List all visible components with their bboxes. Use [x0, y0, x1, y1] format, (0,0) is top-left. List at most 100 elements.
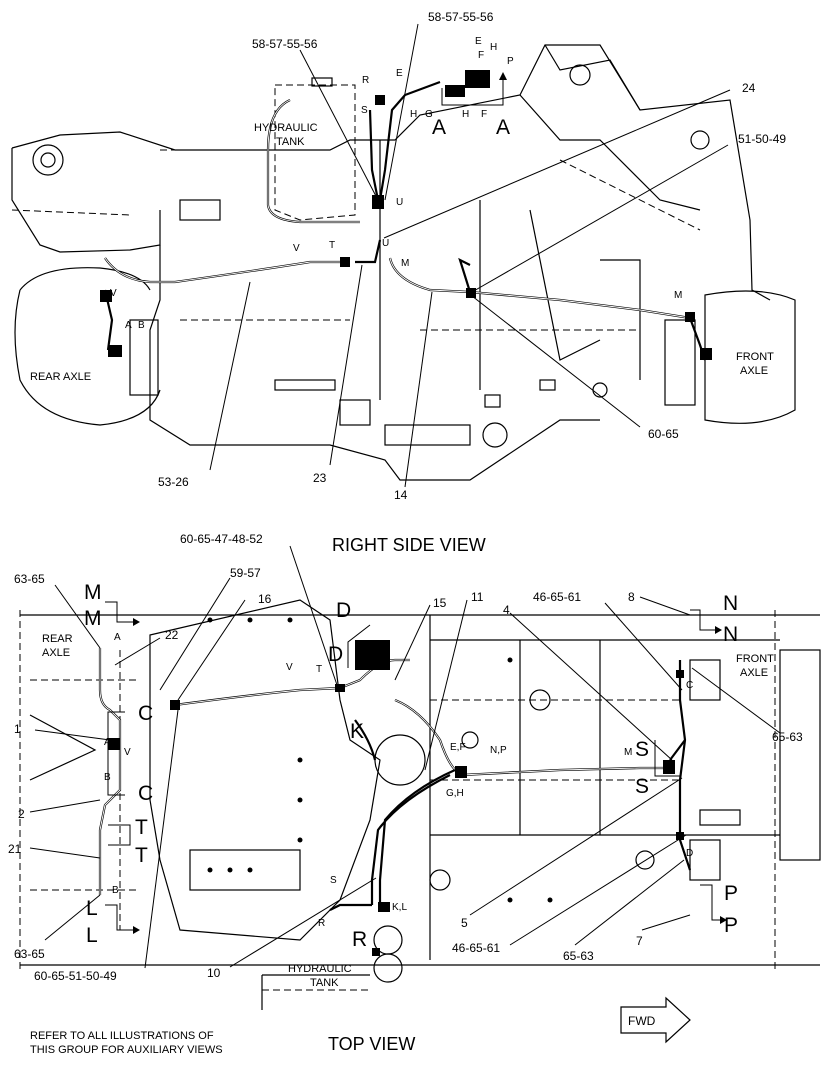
port-letter: A — [114, 632, 121, 643]
section-letter: L — [86, 924, 98, 947]
port-letter: K,L — [392, 902, 407, 913]
section-letter: S — [635, 775, 649, 798]
port-letter: V — [124, 747, 131, 758]
section-letter: C — [138, 782, 153, 805]
callout-label: 7 — [636, 934, 643, 948]
callout-label: 24 — [742, 81, 756, 95]
section-letter: R — [352, 928, 367, 951]
section-letter: N — [723, 623, 738, 646]
side-hydraulic-tank: HYDRAULIC TANK — [254, 77, 360, 224]
section-letter: T — [135, 816, 148, 839]
side-letter: H — [490, 42, 497, 53]
callout-label: 63-65 — [14, 572, 45, 586]
port-letter: A — [104, 737, 111, 748]
side-front-axle-label-2: AXLE — [740, 365, 768, 377]
side-front-axle-label-1: FRONT — [736, 351, 774, 363]
top-front-axle-label-1: FRONT — [736, 653, 774, 665]
port-letter: M — [624, 747, 632, 758]
side-view-letters: E H F P R E H G H F S V T U M M V A B U … — [30, 36, 774, 383]
side-tank-label-2: TANK — [276, 136, 305, 148]
top-view-letters: A A V B B V T E,F N,P G,H M C D S K,L R … — [42, 632, 774, 929]
side-view-frame — [11, 44, 796, 481]
top-view-frame — [19, 599, 821, 970]
callout-label: 63-65 — [14, 947, 45, 961]
side-letter: U — [396, 197, 403, 208]
callout-label: 11 — [471, 590, 484, 604]
callout-label: 16 — [258, 592, 272, 606]
callout-label: 22 — [165, 628, 179, 642]
side-view-callouts: 58-57-55-56 58-57-55-56 24 51-50-49 60-6… — [158, 10, 786, 502]
side-letter: M — [401, 258, 409, 269]
side-letter: E — [396, 68, 403, 79]
callout-label: 1 — [14, 722, 21, 736]
side-tank-label-1: HYDRAULIC — [254, 122, 318, 134]
callout-label: 8 — [628, 590, 635, 604]
top-hydraulic-tank: HYDRAULIC TANK — [261, 925, 403, 1010]
callout-label: 60-65-47-48-52 — [180, 532, 263, 546]
callout-label: 60-65 — [648, 427, 679, 441]
side-letter: R — [362, 75, 369, 86]
port-letter: V — [286, 662, 293, 673]
side-letter: B — [138, 320, 145, 331]
port-letter: E,F — [450, 742, 466, 753]
port-letter: T — [316, 664, 322, 675]
callout-label: 46-65-61 — [452, 941, 500, 955]
top-tank-label-1: HYDRAULIC — [288, 963, 352, 975]
section-letter: K — [350, 720, 364, 743]
section-letter: P — [724, 914, 738, 937]
top-front-axle-label-2: AXLE — [740, 667, 768, 679]
side-rear-axle-label: REAR AXLE — [30, 371, 91, 383]
section-letter: M — [84, 581, 102, 604]
port-letter: B — [104, 772, 111, 783]
section-letter: D — [336, 599, 351, 622]
side-letter: F — [481, 109, 487, 120]
side-view-hoses — [100, 70, 712, 361]
callout-label: 14 — [394, 488, 408, 502]
top-tank-label-2: TANK — [310, 977, 339, 989]
callout-label: 4 — [503, 603, 510, 617]
callout-label: 23 — [313, 471, 327, 485]
section-letter: T — [135, 844, 148, 867]
section-letter: D — [328, 643, 343, 666]
section-letter: C — [138, 702, 153, 725]
auxiliary-note-line-2: THIS GROUP FOR AUXILIARY VIEWS — [30, 1044, 223, 1056]
side-letter: T — [329, 240, 335, 251]
side-letter: M — [674, 290, 682, 301]
callout-label: 65-63 — [563, 949, 594, 963]
side-letter: G — [425, 109, 433, 120]
top-view-callouts: 60-65-47-48-52 59-57 16 15 11 46-65-61 8… — [8, 532, 803, 983]
forward-arrow-icon: FWD — [620, 996, 691, 1044]
side-letter: V — [110, 288, 117, 299]
auxiliary-note-line-1: REFER TO ALL ILLUSTRATIONS OF — [30, 1030, 214, 1042]
port-letter: N,P — [490, 745, 507, 756]
section-letter: P — [724, 882, 738, 905]
section-letter: L — [86, 897, 98, 920]
top-rear-axle-label-2: AXLE — [42, 647, 70, 659]
callout-label: 60-65-51-50-49 — [34, 969, 117, 983]
side-letter: E — [475, 36, 482, 47]
callout-label: 10 — [207, 966, 221, 980]
callout-label: 58-57-55-56 — [428, 10, 494, 24]
callout-label: 2 — [18, 807, 25, 821]
port-letter: C — [686, 680, 693, 691]
port-letter: D — [686, 848, 693, 859]
side-letter: V — [293, 243, 300, 254]
port-letter: B — [112, 885, 119, 896]
top-view-section-markers: M M C C T T L L D D K R S S N N P P — [84, 581, 738, 951]
side-letter: U — [382, 238, 389, 249]
callout-label: 58-57-55-56 — [252, 37, 318, 51]
top-rear-axle-label-1: REAR — [42, 633, 73, 645]
callout-label: 53-26 — [158, 475, 189, 489]
side-letter: H — [410, 109, 417, 120]
callout-label: 46-65-61 — [533, 590, 581, 604]
side-letter: A — [125, 320, 132, 331]
port-letter: S — [330, 875, 337, 886]
side-section-a-right: A — [496, 116, 510, 139]
fwd-label: FWD — [628, 1014, 656, 1028]
port-letter: R — [318, 918, 325, 929]
callout-label: 21 — [8, 842, 22, 856]
callout-label: 51-50-49 — [738, 132, 786, 146]
side-section-a-left: A — [432, 116, 446, 139]
callout-label: 15 — [433, 596, 447, 610]
